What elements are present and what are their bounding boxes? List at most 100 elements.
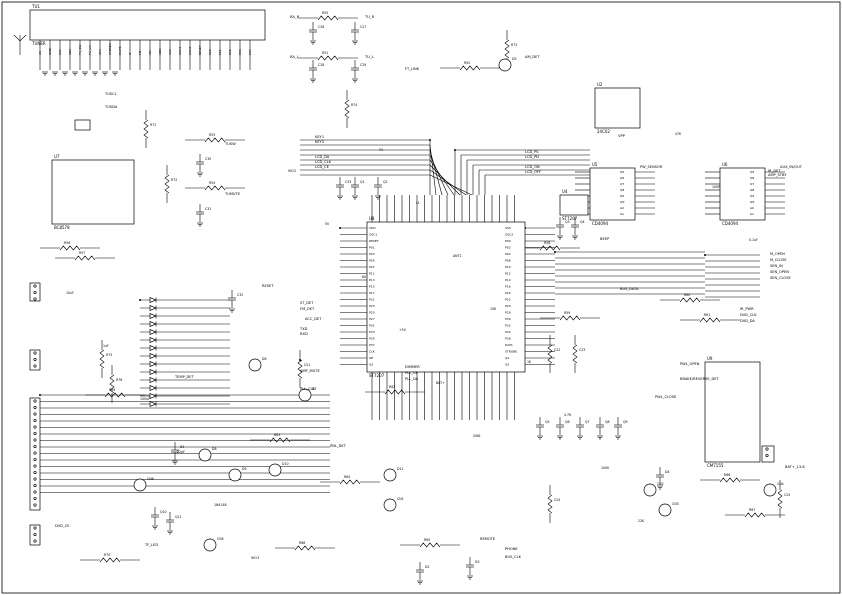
component-label: C22 xyxy=(554,348,560,352)
net-label: TUSCL xyxy=(104,92,117,96)
component-label: R68 xyxy=(299,541,305,545)
component-label: R62 xyxy=(389,385,395,389)
connector-body xyxy=(761,445,775,463)
net-label: IR_PWR xyxy=(740,307,754,311)
connector-pin xyxy=(33,483,37,488)
component-bodies xyxy=(29,9,777,552)
schematic-labels: TU1TUNERU8ST7207U7BC8578U5CD4094U6CD4094… xyxy=(31,4,805,569)
ic-name: CD4094 xyxy=(592,221,609,226)
connector-pin xyxy=(33,532,37,537)
net-label: AMP_MUTE xyxy=(300,369,320,373)
connector-pin xyxy=(33,490,37,494)
net-label: BEEP xyxy=(600,237,610,241)
component-label: C21 xyxy=(304,363,310,367)
component-label: CN3 xyxy=(672,502,679,506)
pin-label: Q8 xyxy=(620,188,624,192)
connector-pin xyxy=(765,447,769,451)
ic-body-u7 xyxy=(51,159,135,225)
connector-pin xyxy=(33,496,37,501)
net-label: BUS_DATA xyxy=(620,287,639,291)
diode-symbol xyxy=(149,296,157,304)
pin-label: P26 xyxy=(505,311,511,315)
resistor-symbol xyxy=(204,185,226,191)
pin-label: P06 xyxy=(505,259,511,263)
pin-label: P24 xyxy=(505,304,511,308)
component-label: R64 xyxy=(344,475,350,479)
diode-symbol xyxy=(149,384,157,392)
pin-label: P27 xyxy=(369,317,375,321)
pin-label: A0 xyxy=(750,206,754,210)
resistor-symbol xyxy=(317,55,339,61)
pin-label: P36 xyxy=(505,337,511,341)
net-label: RXD xyxy=(300,332,308,336)
pin-label: TU_SW xyxy=(78,45,82,56)
component-label: Q6 xyxy=(565,420,570,424)
transistor-symbol xyxy=(248,358,262,372)
connector-pin xyxy=(33,425,37,429)
pin-label: P00 xyxy=(208,49,212,55)
resistor-symbol xyxy=(419,542,441,548)
junction-dot xyxy=(139,299,141,301)
diode-symbol xyxy=(149,400,157,408)
net-label: PLL_DA xyxy=(405,377,419,381)
pin-label: P20 xyxy=(505,291,511,295)
component-label: D8 xyxy=(212,447,216,451)
component-label: C32 xyxy=(237,293,243,297)
pin-label: P12 xyxy=(505,272,511,276)
component-label: R53 xyxy=(209,133,215,137)
resistor-symbol xyxy=(559,315,581,321)
component-label: R69 xyxy=(109,388,115,392)
net-label: FM_DET xyxy=(300,307,315,311)
diode-symbol xyxy=(149,344,157,352)
resistor-symbol xyxy=(719,477,741,483)
pin-label: P21 xyxy=(369,298,375,302)
net-label: DVD_CE xyxy=(55,524,70,528)
connector-pin xyxy=(33,451,37,455)
pin-label: P31 xyxy=(369,324,375,328)
diode-symbol xyxy=(149,352,157,360)
component-label: Q7 xyxy=(585,420,590,424)
component-label: R54 xyxy=(209,181,215,185)
component-label: GND xyxy=(473,434,481,438)
net-label: TUMUTE xyxy=(224,192,241,196)
pin-label: P03 xyxy=(238,49,242,55)
component-label: R51 xyxy=(322,51,328,55)
diode-symbol xyxy=(149,392,157,400)
pin-label: OE xyxy=(369,356,373,360)
net-label: RA_L xyxy=(290,55,299,59)
pin-label: A1 xyxy=(750,212,754,216)
bus-line xyxy=(429,149,443,196)
resistor-symbol xyxy=(539,245,561,251)
net-label: BAT+_13.8 xyxy=(785,465,805,469)
pin-label: AFC xyxy=(98,49,102,55)
ic-body-u9 xyxy=(704,361,761,463)
resistor-symbol xyxy=(504,39,510,59)
net-label: DVD_DA xyxy=(740,319,755,323)
net-label: BRAKE/REVERSE_DET xyxy=(680,377,719,381)
component-label: CN6 xyxy=(147,477,154,481)
crystal-body xyxy=(74,119,91,131)
component-label: R71 xyxy=(150,123,156,127)
transistor-symbol xyxy=(133,478,147,492)
connector-pin xyxy=(33,503,37,507)
pin-label: IF xyxy=(128,52,132,55)
component-label: R55 xyxy=(322,11,328,15)
connector-pin xyxy=(33,477,37,481)
resistor-symbol xyxy=(204,137,226,143)
resistor-symbol xyxy=(104,392,126,398)
ic-name: BC8578 xyxy=(54,225,70,230)
pin-label: P15 xyxy=(369,285,375,289)
pin-label: P16 xyxy=(505,285,511,289)
pin-label: A0 xyxy=(620,206,624,210)
pin-label: STEREO xyxy=(108,42,112,55)
component-label: Q2 xyxy=(383,180,388,184)
component-label: C25 xyxy=(784,493,790,497)
component-label: BAT+ xyxy=(436,381,445,385)
bus-line xyxy=(429,159,455,196)
net-label: LCD_PS xyxy=(525,150,539,154)
net-label: LCD_CLK xyxy=(315,160,332,164)
diode-symbol xyxy=(149,376,157,384)
component-label: D6 xyxy=(262,357,266,361)
pin-label: P02 xyxy=(228,49,232,55)
connector-pin xyxy=(33,470,37,475)
